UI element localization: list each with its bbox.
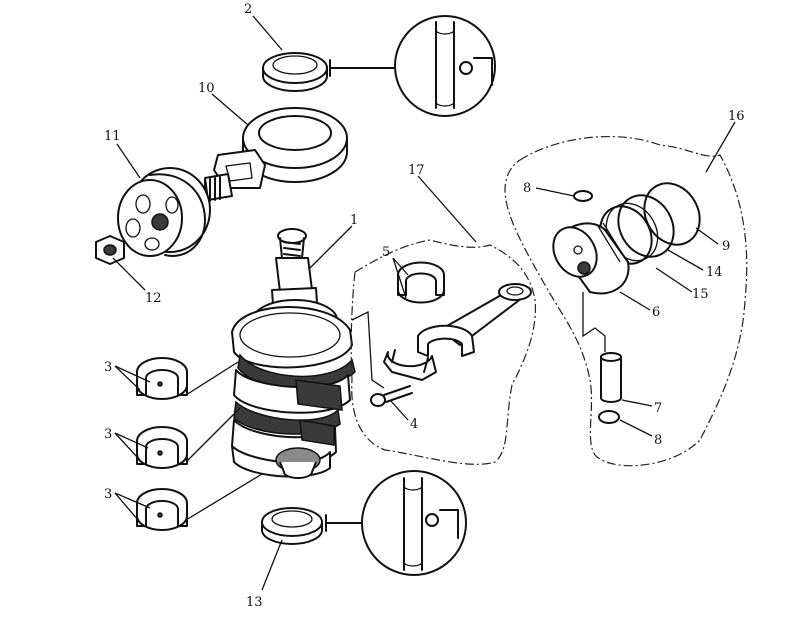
label-4: 4 bbox=[410, 417, 418, 432]
connecting-rod-boundary bbox=[350, 239, 537, 465]
callout-labels: 2 10 11 12 1 17 5 16 8 9 14 15 6 3 3 3 4… bbox=[104, 2, 745, 610]
label-11: 11 bbox=[104, 129, 121, 144]
label-17: 17 bbox=[408, 163, 425, 178]
piston-group-boundary bbox=[504, 135, 748, 467]
label-12: 12 bbox=[145, 291, 162, 306]
label-15: 15 bbox=[692, 287, 709, 302]
flywheel-hub bbox=[117, 167, 211, 257]
upper-oil-seal bbox=[262, 52, 328, 92]
label-3b: 3 bbox=[104, 427, 112, 442]
label-8a: 8 bbox=[523, 181, 531, 196]
rod-bolt bbox=[370, 385, 413, 407]
leader-lines bbox=[112, 15, 736, 591]
label-2: 2 bbox=[244, 2, 252, 17]
piston-pin-clip-upper bbox=[573, 190, 593, 202]
label-13: 13 bbox=[246, 595, 263, 610]
label-1: 1 bbox=[350, 213, 358, 228]
upper-seal-detail-callout bbox=[329, 15, 496, 117]
piston-pin bbox=[600, 352, 622, 403]
lower-seal-detail-callout bbox=[325, 470, 467, 576]
label-16: 16 bbox=[728, 109, 745, 124]
crankshaft bbox=[231, 228, 356, 479]
label-3c: 3 bbox=[104, 487, 112, 502]
label-3a: 3 bbox=[104, 360, 112, 375]
main-bearing-upper bbox=[136, 357, 188, 400]
label-6: 6 bbox=[652, 305, 660, 320]
label-5: 5 bbox=[382, 245, 390, 260]
piston-pin-clip-lower bbox=[598, 410, 620, 424]
main-bearing-middle bbox=[136, 426, 188, 469]
label-8b: 8 bbox=[654, 433, 662, 448]
piston-pin-leader bbox=[582, 292, 606, 352]
label-10: 10 bbox=[198, 81, 215, 96]
label-14: 14 bbox=[706, 265, 723, 280]
main-bearing-lower bbox=[136, 488, 188, 531]
piston bbox=[552, 222, 630, 295]
rod-assembly-leader bbox=[351, 310, 385, 389]
connecting-link bbox=[199, 107, 348, 202]
connecting-rod bbox=[383, 283, 532, 381]
hex-nut bbox=[95, 235, 125, 265]
label-7: 7 bbox=[654, 401, 662, 416]
label-9: 9 bbox=[722, 239, 730, 254]
lower-oil-seal bbox=[261, 507, 323, 545]
connecting-rod-bearing bbox=[397, 261, 445, 304]
